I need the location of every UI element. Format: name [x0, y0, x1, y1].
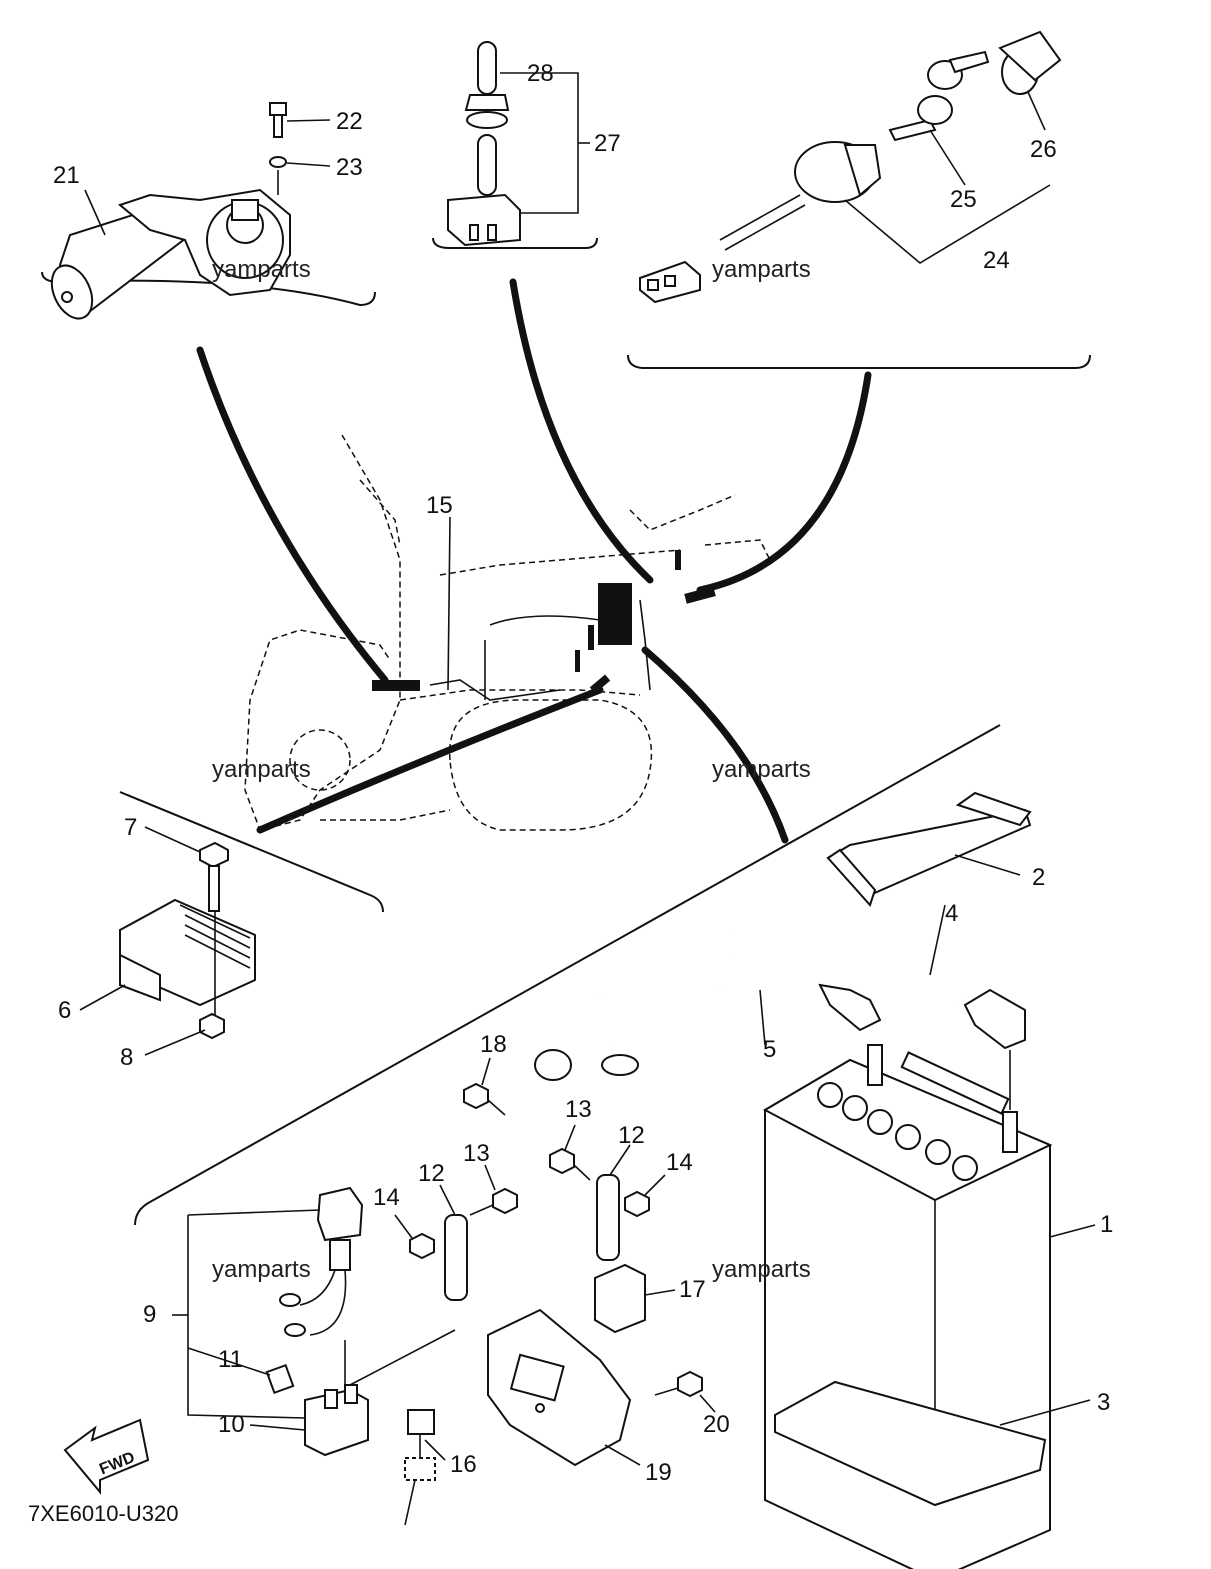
toggle-switch-group [432, 41, 598, 249]
part-label: 26 [1030, 136, 1057, 163]
battery-cable-negative-icon[interactable] [534, 978, 882, 1081]
part-label: 11 [218, 1346, 243, 1373]
switch-cap-icon[interactable] [998, 30, 1062, 95]
part-label: 18 [480, 1031, 507, 1058]
toggle-switch-icon[interactable] [447, 134, 521, 247]
main-switch-group [627, 30, 1091, 369]
watermark-text: yamparts [712, 1256, 811, 1283]
part-label: 6 [58, 997, 71, 1024]
part-label: 5 [763, 1036, 776, 1063]
relay-icon[interactable] [594, 1263, 646, 1334]
washer-icon[interactable] [269, 156, 287, 168]
part-label: 13 [565, 1096, 592, 1123]
part-label: 17 [679, 1276, 706, 1303]
part-label: 28 [527, 60, 554, 87]
diagram-code: 7XE6010-U320 [28, 1501, 178, 1526]
rectifier-group [79, 791, 384, 1056]
bracket-icon[interactable] [596, 1174, 620, 1261]
part-label: 10 [218, 1411, 245, 1438]
servo-motor-icon[interactable] [44, 188, 291, 325]
part-label: 21 [53, 162, 80, 189]
battery-cable-positive-icon[interactable] [598, 924, 1026, 1050]
callout-curve [509, 278, 654, 584]
fwd-arrow-icon: FWD [63, 1418, 150, 1495]
switch-boot-icon[interactable] [464, 41, 510, 129]
watermark-text: yamparts [212, 256, 311, 283]
part-label: 14 [373, 1184, 400, 1211]
callout-curve [196, 346, 389, 684]
part-label: 23 [336, 154, 363, 181]
part-label: 19 [645, 1459, 672, 1486]
part-label: 22 [336, 108, 363, 135]
rectifier-regulator-icon[interactable] [119, 898, 256, 1007]
nut-icon[interactable] [199, 1012, 225, 1040]
watermark-text: yamparts [212, 1256, 311, 1283]
part-label: 4 [945, 900, 958, 927]
part-label: 20 [703, 1411, 730, 1438]
fuse-box-icon[interactable] [304, 1384, 369, 1457]
part-label: 24 [983, 247, 1010, 274]
battery-pad-icon[interactable] [774, 1380, 1047, 1507]
relay-icon[interactable] [404, 1409, 436, 1526]
nut-icon[interactable] [624, 1190, 650, 1218]
nut-icon[interactable] [409, 1232, 435, 1260]
part-label: 8 [120, 1044, 133, 1071]
part-label: 14 [666, 1149, 693, 1176]
part-label: 13 [463, 1140, 490, 1167]
part-label: 2 [1032, 864, 1045, 891]
part-label: 12 [418, 1160, 445, 1187]
control-unit-icon[interactable] [487, 1308, 632, 1467]
part-label: 1 [1100, 1211, 1113, 1238]
part-label: 25 [950, 186, 977, 213]
bolt-icon[interactable] [469, 1187, 518, 1216]
part-label: 27 [594, 130, 621, 157]
watermark-text: yamparts [712, 756, 811, 783]
watermark-text: yamparts [212, 756, 311, 783]
servo-motor-group [41, 102, 376, 325]
part-label: 15 [426, 492, 453, 519]
bolt-icon[interactable] [654, 1370, 703, 1398]
part-label: 16 [450, 1451, 477, 1478]
bolt-icon[interactable] [463, 1082, 506, 1116]
watermark-text: yamparts [712, 256, 811, 283]
callout-curve [696, 371, 872, 594]
fuse-icon[interactable] [265, 1363, 295, 1395]
wire-harness-icon[interactable] [372, 550, 716, 694]
battery-band-icon[interactable] [826, 791, 1032, 907]
bolt-icon[interactable] [549, 1147, 591, 1181]
part-label: 3 [1097, 1389, 1110, 1416]
fuse-holder-icon[interactable] [279, 1186, 364, 1390]
bracket-icon[interactable] [444, 1214, 468, 1301]
part-label: 7 [124, 814, 137, 841]
bolt-icon[interactable] [269, 102, 287, 138]
callout-curve [641, 646, 789, 844]
part-label: 9 [143, 1301, 156, 1328]
callout-curve [256, 686, 604, 834]
vehicle-outline [244, 434, 771, 831]
main-switch-icon[interactable] [639, 141, 882, 304]
bolt-icon[interactable] [199, 841, 229, 912]
part-label: 12 [618, 1122, 645, 1149]
key-icon[interactable] [888, 50, 990, 142]
